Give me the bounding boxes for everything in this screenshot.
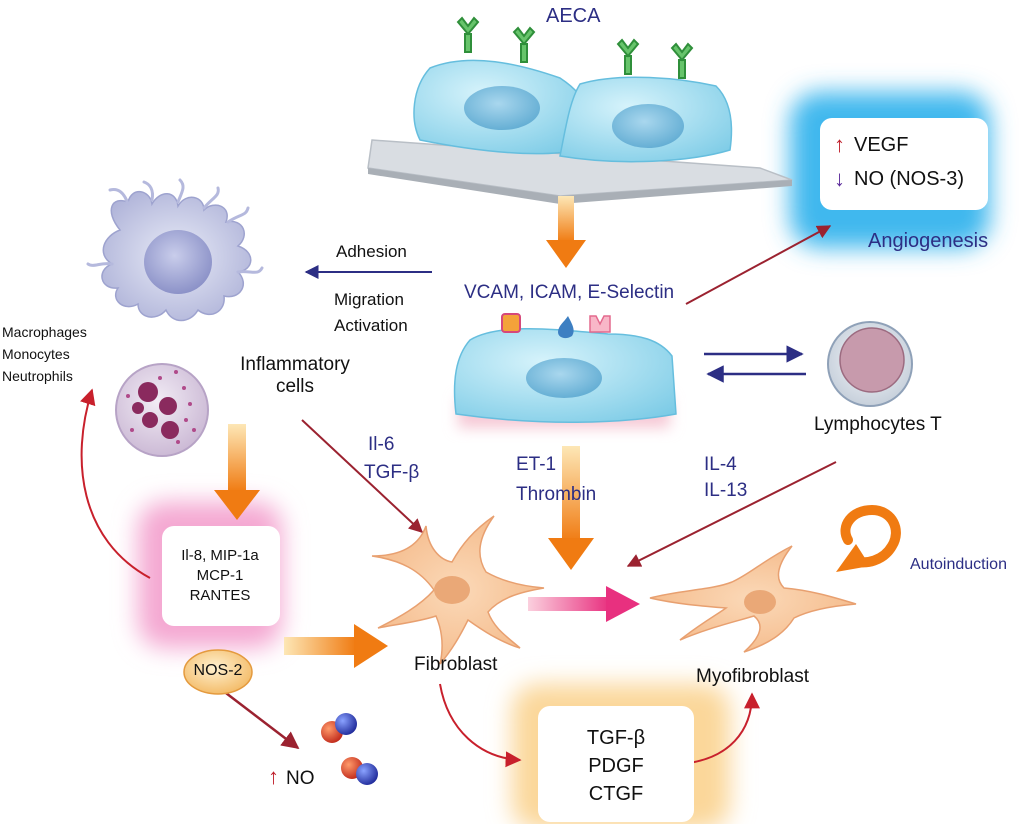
chemokine-feedback-arrow — [80, 388, 151, 579]
cell-type-neutrophils: Neutrophils — [2, 368, 73, 384]
lymphocytes-label: Lymphocytes T — [814, 414, 942, 435]
cell-type-monocytes: Monocytes — [2, 346, 70, 362]
inflammatory-cells-label: Inflammatory cells — [220, 354, 370, 398]
il6-label: Il-6 — [368, 434, 395, 455]
autoinduction-icon — [836, 504, 901, 572]
to-angiogenesis-arrow — [685, 225, 832, 305]
vegf-label: VEGF — [854, 134, 909, 156]
no-up-arrow: ↑ — [268, 764, 279, 789]
no-molecule-icons — [321, 713, 378, 785]
growth-factor-item-2: PDGF — [588, 755, 644, 777]
no-label: NO — [286, 768, 315, 789]
neutrophil-cell — [115, 363, 209, 457]
nos2-badge — [183, 649, 253, 695]
fibroblast-label: Fibroblast — [414, 654, 498, 675]
fibroblast-to-myofibroblast-arrow — [528, 586, 640, 622]
tgfb-label: TGF-β — [364, 462, 420, 483]
inflammatory-label-line2: cells — [275, 375, 314, 397]
growth-factor-box — [538, 706, 694, 822]
autoinduction-label: Autoinduction — [910, 556, 1007, 573]
growth-factors-to-myofibroblast-arrow — [679, 692, 760, 765]
inflammatory-to-fibroblast-arrow — [301, 419, 424, 533]
cell-type-macrophages: Macrophages — [2, 324, 87, 340]
no-down-arrow: ↓ — [834, 166, 845, 191]
aeca-to-endothelium-arrow — [546, 196, 586, 268]
aeca-label: AECA — [546, 5, 601, 27]
inflammatory-to-chemokines-arrow — [214, 424, 260, 520]
chemokine-box — [162, 526, 280, 626]
chemokine-list: Il-8, MIP-1a MCP-1 RANTES — [164, 546, 276, 606]
vegf-up-arrow: ↑ — [834, 132, 845, 157]
growth-factor-item-1: TGF-β — [586, 727, 646, 749]
migration-label: Migration — [334, 290, 404, 309]
activation-label: Activation — [334, 316, 408, 335]
et1-label: ET-1 — [516, 454, 557, 475]
macrophage-cell — [86, 178, 264, 322]
il13-label: IL-13 — [704, 480, 748, 501]
chemokine-item-3: RANTES — [189, 587, 251, 604]
growth-factor-item-3: CTGF — [588, 783, 644, 805]
fibroblast-to-growth-factors-arrow — [439, 683, 522, 768]
adhesion-molecules-label: VCAM, ICAM, E-Selectin — [464, 282, 675, 303]
nos3-label: NO (NOS-3) — [854, 168, 964, 190]
myofibroblast-cell — [649, 545, 857, 653]
lymphocyte-cell — [827, 321, 913, 407]
activated-endothelial-cell — [453, 313, 677, 428]
thrombin-label: Thrombin — [516, 484, 597, 505]
antibody-icons — [456, 16, 694, 79]
angiogenesis-box — [820, 118, 988, 210]
angiogenesis-label: Angiogenesis — [868, 230, 989, 252]
nos2-to-no-arrow — [221, 689, 300, 750]
myofibroblast-label: Myofibroblast — [696, 666, 809, 687]
chemokine-item-2: MCP-1 — [196, 567, 244, 584]
lymphocyte-to-myofibroblast-arrow — [626, 461, 837, 567]
chemokines-to-fibroblast-arrow — [284, 624, 388, 668]
chemokine-item-1: Il-8, MIP-1a — [181, 547, 259, 564]
adhesion-label: Adhesion — [336, 242, 407, 261]
nos2-label: NOS-2 — [193, 662, 243, 679]
fibroblast-cell — [371, 515, 545, 665]
il4-label: IL-4 — [704, 454, 737, 475]
inflammatory-label-line1: Inflammatory — [240, 354, 350, 375]
endothelium-to-myofibroblast-arrow — [548, 446, 594, 570]
growth-factor-list: TGF-β PDGF CTGF — [540, 724, 692, 808]
aeca-endothelium — [367, 59, 793, 204]
